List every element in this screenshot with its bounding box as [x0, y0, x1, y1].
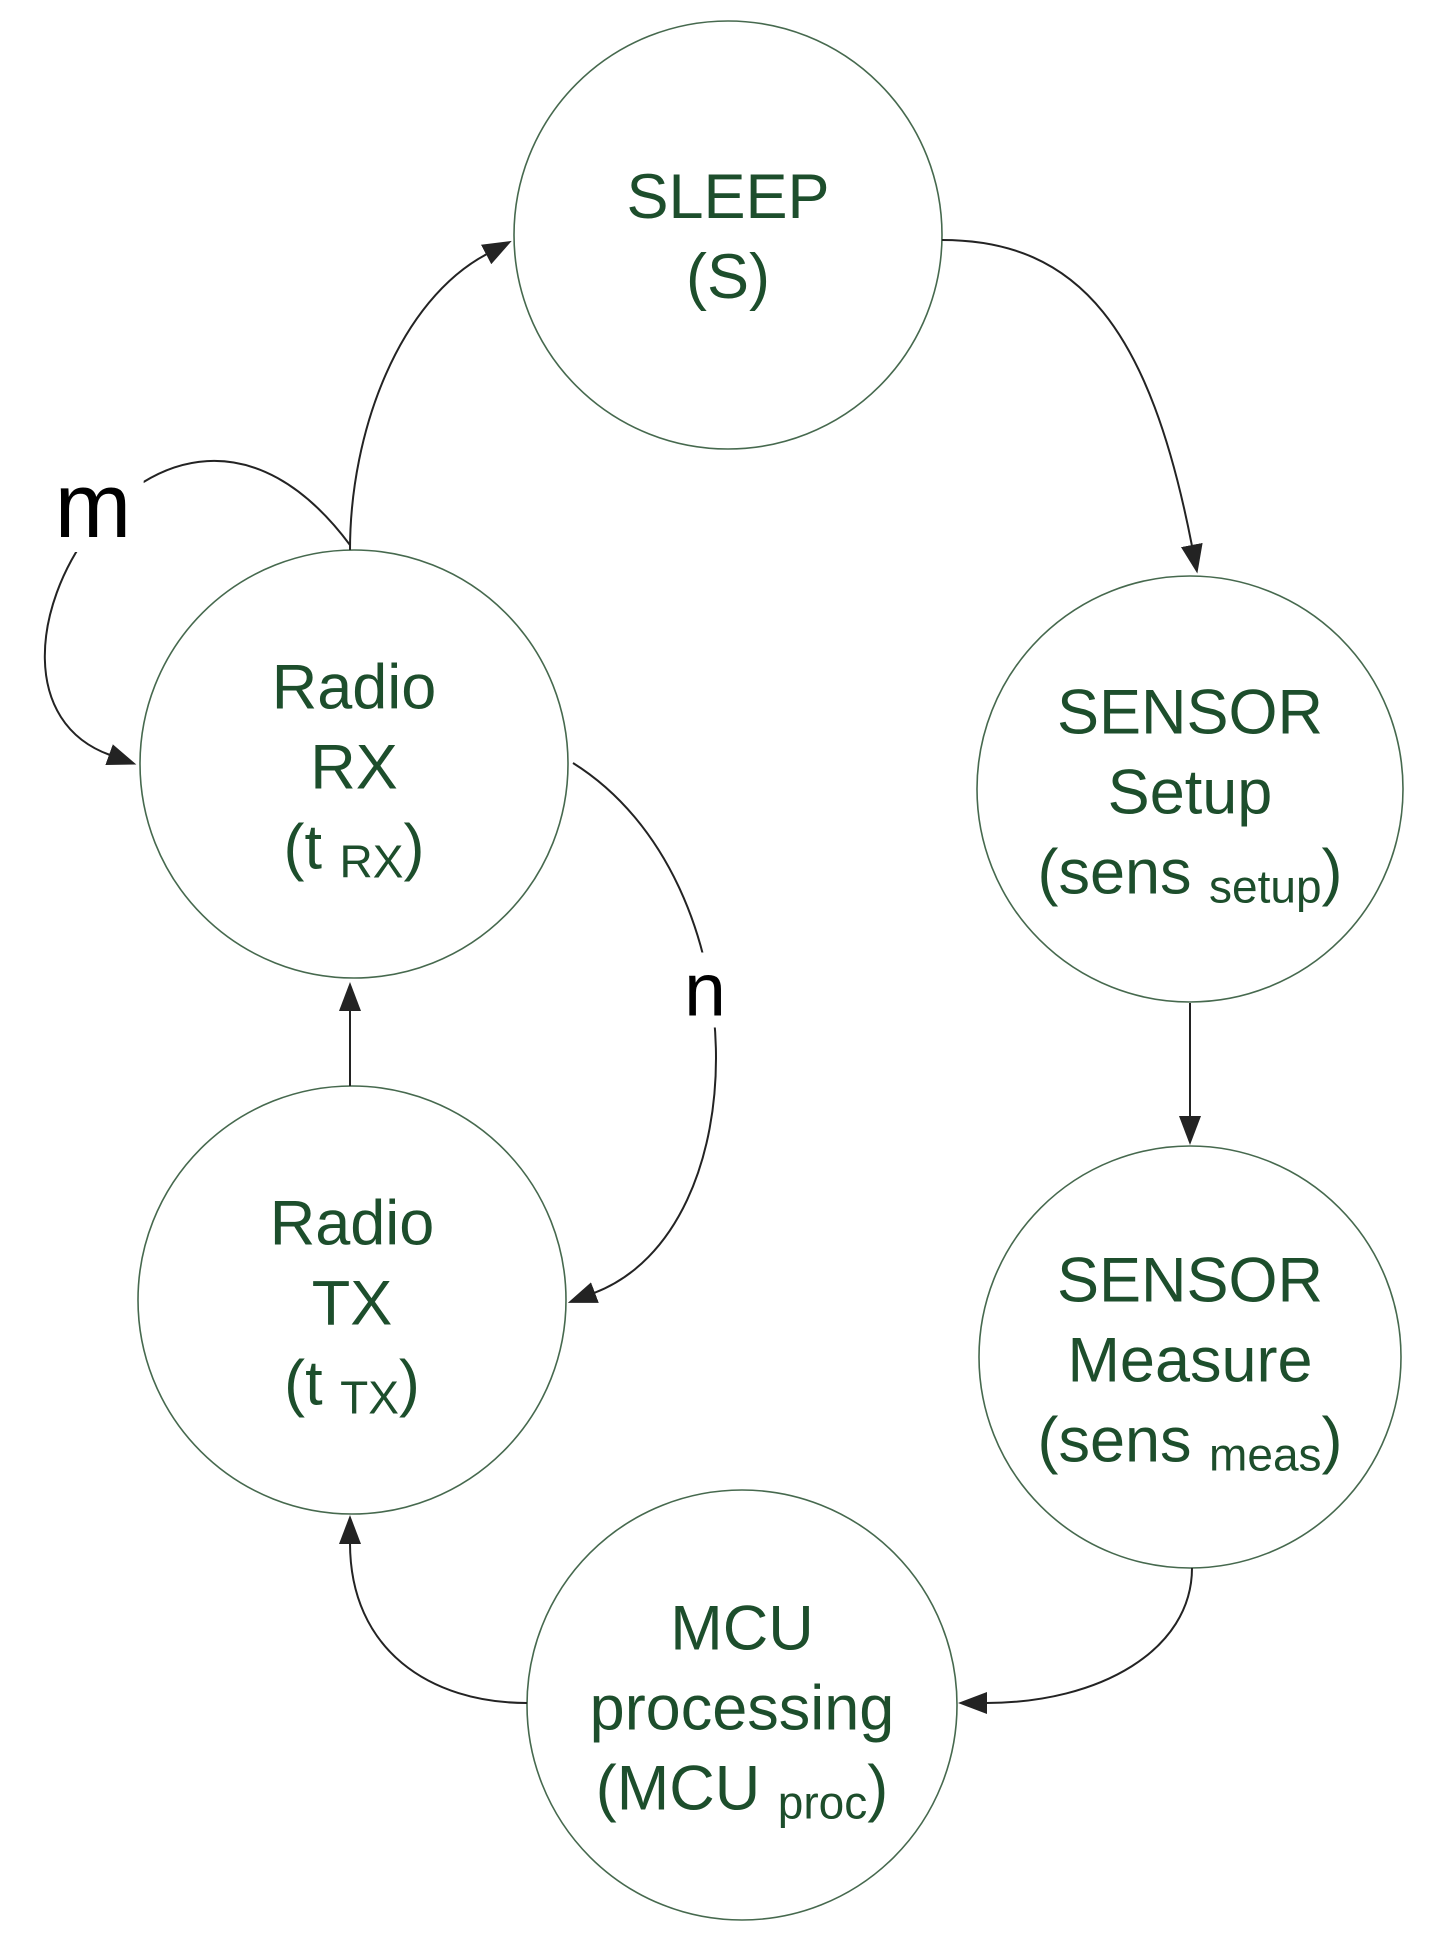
edge-sensor-measure-to-mcu-processing	[958, 1567, 1193, 1714]
edge-mcu-processing-to-radio-tx	[339, 1515, 528, 1704]
edge-sleep-to-sensor-setup	[941, 239, 1203, 574]
state-circle-mcu-processing	[526, 1489, 958, 1921]
state-circle-radio-tx	[137, 1085, 567, 1515]
state-circle-radio-rx	[139, 549, 569, 979]
edge-radio-rx-to-sleep	[349, 240, 512, 551]
edge-label-m: m	[42, 460, 144, 552]
state-circle-sensor-setup	[976, 575, 1404, 1003]
state-circle-sensor-measure	[978, 1145, 1402, 1569]
state-circle-sleep	[513, 20, 943, 450]
edge-label-n: n	[672, 952, 738, 1028]
state-label-sleep: SLEEP(S)	[626, 162, 830, 312]
edge-radio-rx-to-radio-tx-n	[567, 762, 717, 1303]
